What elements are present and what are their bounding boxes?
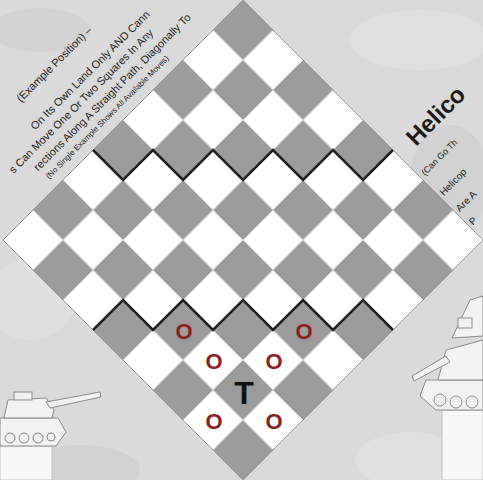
move-mark: O — [175, 320, 192, 344]
move-mark: O — [295, 320, 312, 344]
tank-illustration — [412, 296, 483, 480]
territory-border — [93, 150, 393, 180]
rule-text: s Can Move One Or Two Squares In Any — [7, 27, 156, 176]
move-mark: O — [205, 350, 222, 374]
rule-text: rections Along A Straight Path, Diagonal… — [31, 11, 193, 173]
piece-mark: T — [234, 376, 254, 411]
rule-text: Are A — [453, 188, 478, 213]
section-heading: Helico — [401, 81, 471, 151]
tank-illustration — [0, 392, 101, 480]
territory-border — [93, 300, 393, 330]
move-mark: O — [265, 350, 282, 374]
move-mark: O — [205, 410, 222, 434]
move-mark: O — [265, 410, 282, 434]
rule-text: Helicop — [437, 166, 468, 197]
rule-text: P — [467, 215, 479, 227]
game-board — [3, 0, 483, 480]
